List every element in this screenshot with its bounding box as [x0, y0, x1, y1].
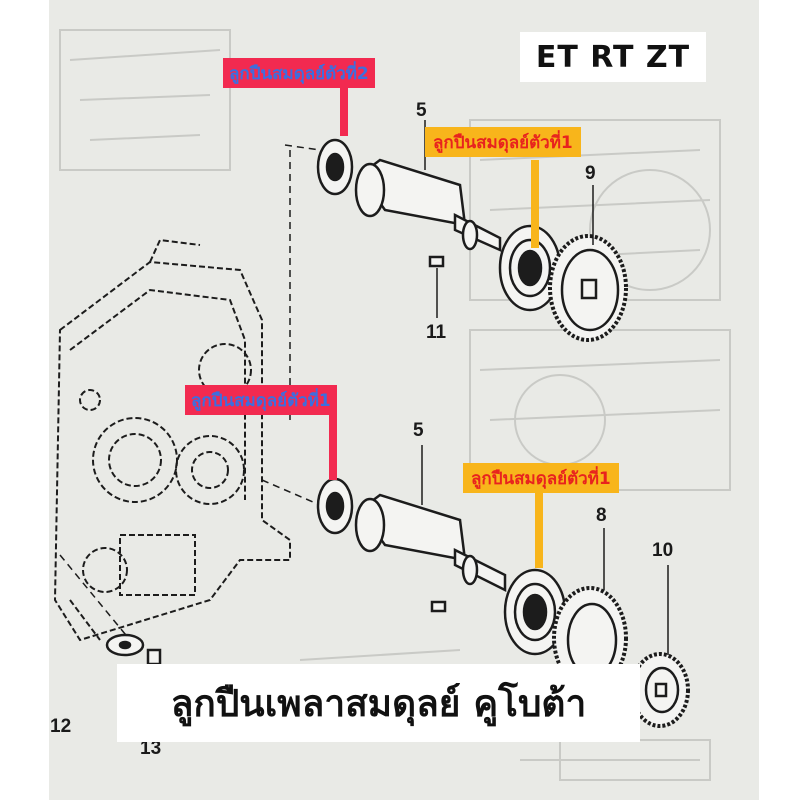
bottom-bearing-right — [503, 568, 567, 656]
top-balancer-shaft — [354, 158, 502, 252]
model-label: ET RT ZT — [520, 32, 706, 82]
part-number-top-shaft: 5 — [416, 100, 427, 121]
top-red-pointer — [340, 88, 348, 136]
gearcase-housing — [53, 238, 291, 642]
part-number-bolt: 13 — [140, 738, 162, 759]
part-number-bottom-gear: 8 — [596, 505, 607, 526]
top-bearing-2 — [316, 138, 354, 196]
part-number-washer: 12 — [50, 716, 72, 737]
bottom-red-pointer — [329, 412, 337, 480]
callout-top-bearing-1: ลูกปืนสมดุลย์ตัวที่1 — [425, 127, 581, 157]
bottom-orange-pointer — [535, 492, 543, 568]
bottom-small-gear — [630, 652, 690, 728]
title-banner: ลูกปืนเพลาสมดุลย์ คูโบต้า — [117, 664, 640, 742]
part-number-bottom-small-gear: 10 — [652, 540, 674, 561]
top-orange-pointer — [531, 160, 539, 248]
callout-bottom-bearing-left: ลูกปืนสมดุลย์ตัวที่1 — [185, 385, 337, 415]
callout-pointers — [329, 88, 543, 568]
part-number-bottom-shaft: 5 — [413, 420, 424, 441]
bottom-bearing-left — [316, 477, 354, 535]
top-gear — [548, 234, 628, 342]
callout-top-bearing-2: ลูกปืนสมดุลย์ตัวที่2 — [223, 58, 375, 88]
top-bearing-1 — [498, 224, 562, 312]
part-number-top-key: 11 — [426, 322, 447, 343]
callout-bottom-bearing-right: ลูกปืนสมดุลย์ตัวที่1 — [463, 463, 619, 493]
part-number-top-gear: 9 — [585, 163, 596, 184]
bottom-balancer-shaft — [354, 493, 507, 593]
washer-part — [105, 633, 145, 657]
bottom-key — [430, 600, 447, 613]
top-key — [428, 255, 445, 268]
bottom-gear — [552, 586, 628, 690]
top-assembly — [316, 138, 628, 342]
bottom-assembly — [105, 477, 690, 728]
